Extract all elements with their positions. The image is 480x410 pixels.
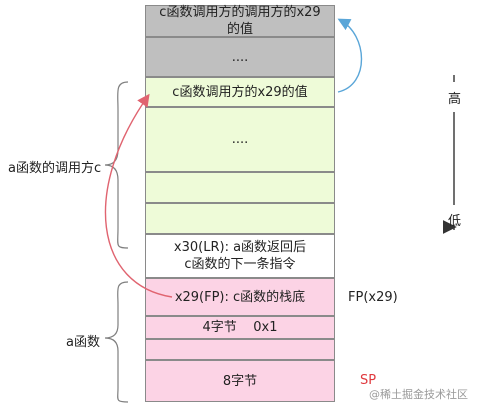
stack-cell-empty-2 <box>145 203 335 234</box>
label-fp: FP(x29) <box>348 290 398 305</box>
stack-cell-caller-x29: c函数调用方的x29的值 <box>145 77 335 107</box>
red-arrow <box>104 93 173 298</box>
label-a-func: a函数 <box>66 335 100 350</box>
label-sp: SP <box>360 373 377 388</box>
stack-cell-caller-caller-x29: c函数调用方的调用方的x29 的值 <box>145 5 335 37</box>
stack-cell-ellipsis-top: .... <box>145 37 335 77</box>
label-high: 高 <box>448 92 462 107</box>
label-a-func-caller-c: a函数的调用方c <box>8 161 102 176</box>
watermark: @稀土掘金技术社区 <box>369 388 468 401</box>
brace-caller-c <box>104 81 129 249</box>
stack-cell-8bytes: 8字节 <box>145 360 335 402</box>
label-low: 低 <box>448 214 462 229</box>
stack-cell-fp: x29(FP): c函数的栈底 <box>145 278 335 316</box>
stack-cell-lr: x30(LR): a函数返回后 c函数的下一条指令 <box>145 234 335 278</box>
stack-cell-empty-1 <box>145 172 335 203</box>
blue-arrow <box>337 18 363 93</box>
stack-cell-empty-3 <box>145 339 335 360</box>
stack-cell-ellipsis-mid: .... <box>145 107 335 172</box>
stack-cell-4bytes: 4字节 0x1 <box>145 316 335 339</box>
brace-a-func <box>104 281 129 403</box>
